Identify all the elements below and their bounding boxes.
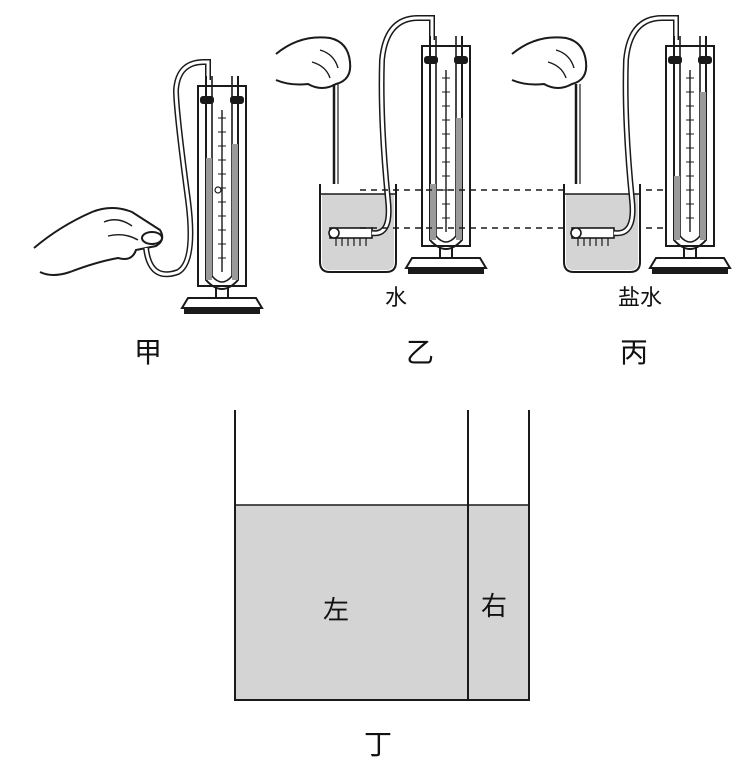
container-ding xyxy=(234,410,530,701)
manometer-bing xyxy=(649,35,731,275)
label-bing: 丙 xyxy=(620,336,648,369)
setup-yi xyxy=(275,15,487,275)
liquid-right xyxy=(468,505,528,699)
manometer-jia xyxy=(181,75,263,315)
setup-jia xyxy=(33,59,263,315)
label-left: 左 xyxy=(323,596,349,626)
liquid-left xyxy=(236,505,468,699)
setup-ding xyxy=(234,410,530,701)
label-right: 右 xyxy=(481,592,507,622)
setup-bing xyxy=(511,15,731,275)
label-ding: 丁 xyxy=(364,728,392,761)
label-yi: 乙 xyxy=(406,336,434,369)
manometer-yi xyxy=(405,35,487,275)
probe-jia xyxy=(141,231,163,245)
label-water: 水 xyxy=(385,286,407,311)
label-salt-water: 盐水 xyxy=(618,286,662,311)
label-jia: 甲 xyxy=(134,336,162,369)
